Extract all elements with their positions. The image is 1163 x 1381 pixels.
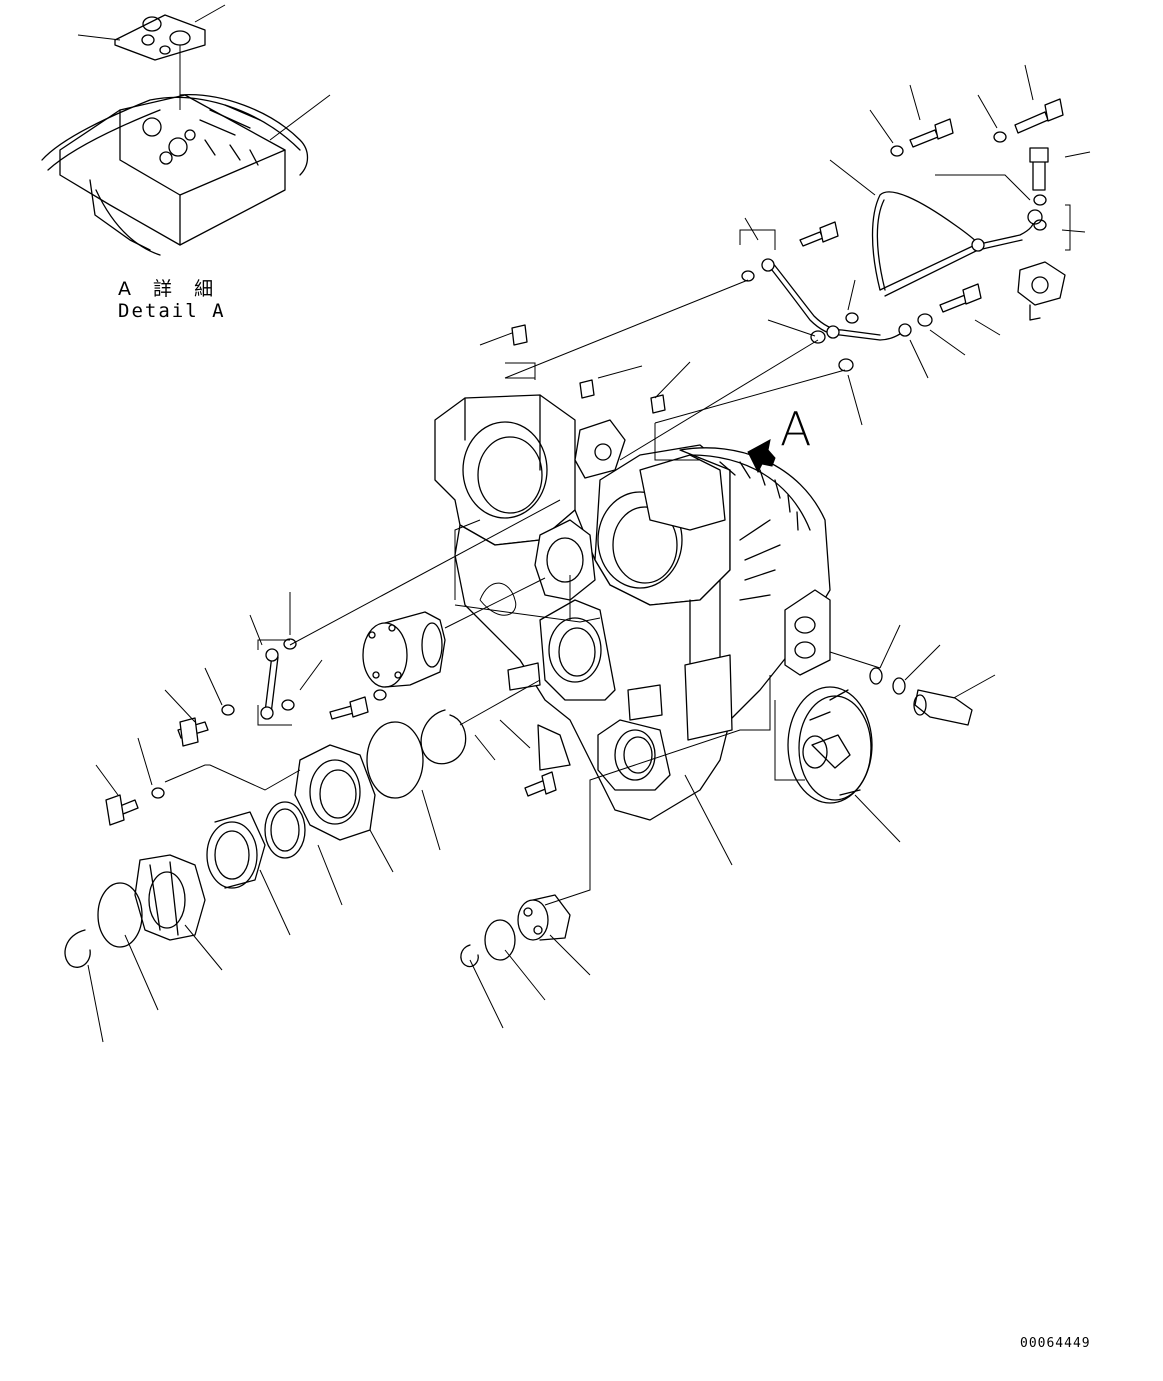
left-exploded-parts bbox=[64, 279, 996, 1043]
detail-a-title: A 詳 細 bbox=[118, 278, 222, 300]
pipe-assembly bbox=[739, 64, 1091, 426]
transmission-housing bbox=[434, 324, 831, 821]
drawing-number: 00064449 bbox=[1020, 1336, 1091, 1351]
detail-a-view bbox=[41, 4, 331, 256]
view-arrow-label: A bbox=[780, 402, 812, 456]
view-arrow bbox=[747, 439, 776, 474]
detail-a-subtitle: Detail A bbox=[118, 300, 226, 322]
right-exploded-parts bbox=[787, 667, 973, 804]
